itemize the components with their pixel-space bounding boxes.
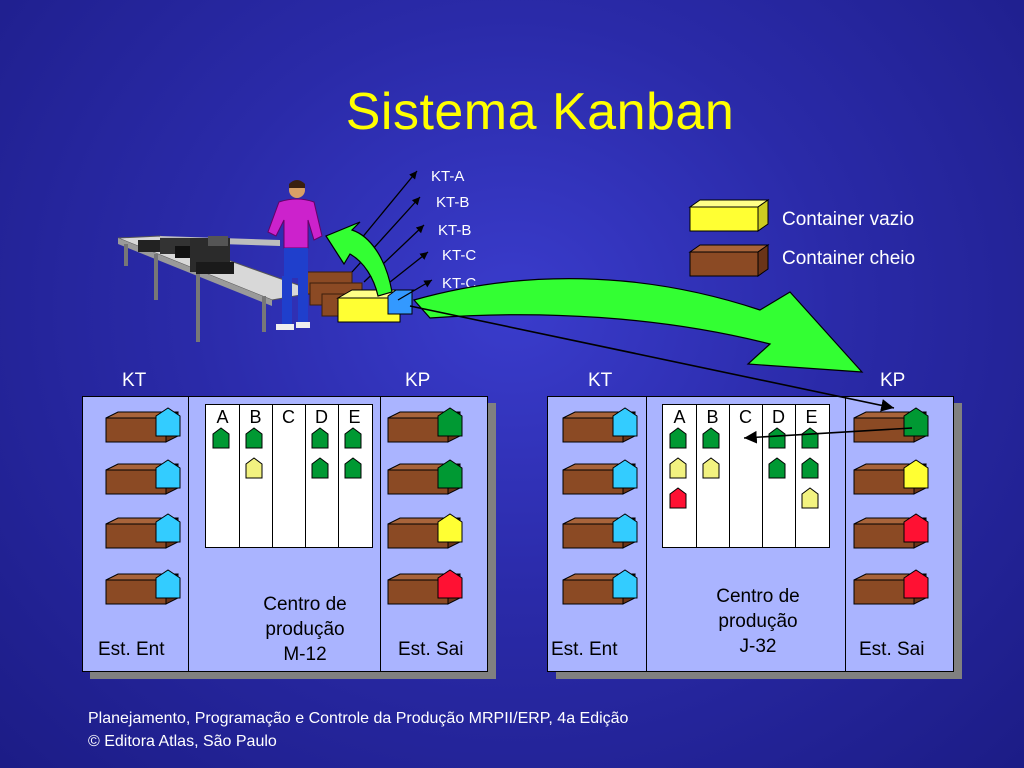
cell2-output-label: Est. Sai [859, 639, 925, 660]
cell2-center-line2: produção [718, 611, 798, 632]
cell1-kt-label: KT [122, 370, 147, 391]
kanban-card-icon [768, 457, 786, 479]
container-full-icon [387, 407, 463, 443]
kanban-card-icon [903, 407, 929, 437]
cell1-center-line2: produção [265, 619, 345, 640]
container-full-icon [387, 459, 463, 495]
cell2-input-label: Est. Ent [551, 639, 618, 660]
card-return-arrow [743, 427, 913, 444]
kanban-card-icon [311, 457, 329, 479]
kanban-label-kt-b: KT-B [436, 194, 470, 211]
kanban-card-icon [311, 427, 329, 449]
container-full-icon [105, 459, 181, 495]
containers-stack-icon [299, 271, 416, 323]
container-full-icon [105, 407, 181, 443]
kanban-card-icon [155, 569, 181, 599]
container-full-icon [853, 459, 929, 495]
kanban-card-icon [245, 457, 263, 479]
slide-title: Sistema Kanban [345, 83, 735, 141]
legend-full-label: Container cheio [782, 248, 916, 269]
worker-icon [267, 180, 323, 330]
kanban-card-icon [612, 569, 638, 599]
footer-credit: Planejamento, Programação e Controle da … [88, 707, 628, 753]
cell1-col-e: E [348, 407, 361, 427]
kanban-card-icon [212, 427, 230, 449]
cell1-output-label: Est. Sai [398, 639, 464, 660]
container-full-icon [105, 513, 181, 549]
kanban-label-kt-c: KT-C [442, 247, 477, 264]
cell2-col-c: C [739, 407, 752, 427]
kanban-card-icon [669, 487, 687, 509]
green-flow-arrow [325, 221, 864, 373]
kanban-card-icon [903, 569, 929, 599]
cell2-center-line1: Centro de [716, 586, 800, 607]
container-full-icon [562, 407, 638, 443]
cell1-kp-label: KP [405, 370, 431, 391]
kanban-card-icon [245, 427, 263, 449]
kanban-card-icon [612, 513, 638, 543]
cell2-kt-label: KT [588, 370, 613, 391]
kanban-card-icon [437, 513, 463, 543]
cell1-input-label: Est. Ent [98, 639, 165, 660]
cell1-center-line3: M-12 [283, 644, 327, 665]
kanban-label-kt-a: KT-A [431, 168, 465, 185]
cell1-col-c: C [282, 407, 295, 427]
kanban-card-icon [903, 459, 929, 489]
cell2-center-title: Centro de produção J-32 [658, 584, 858, 659]
cell1-center-title: Centro de produção M-12 [205, 592, 405, 667]
kanban-card-icon [437, 569, 463, 599]
container-full-icon [853, 569, 929, 605]
kanban-card-icon [669, 427, 687, 449]
cell2-kp-label: KP [880, 370, 906, 391]
kanban-card-icon [612, 407, 638, 437]
cell2-col-a: A [673, 407, 686, 427]
footer-line1: Planejamento, Programação e Controle da … [88, 710, 629, 727]
container-full-icon [387, 513, 463, 549]
cell2-col-e: E [805, 407, 818, 427]
kanban-card-icon [344, 427, 362, 449]
kanban-card-icon [702, 457, 720, 479]
container-full-icon [562, 513, 638, 549]
kanban-card-icon [801, 427, 819, 449]
kanban-card-icon [344, 457, 362, 479]
kanban-card-icon [437, 459, 463, 489]
kanban-card-icon [768, 427, 786, 449]
cell2-col-d: D [772, 407, 785, 427]
legend-empty-label: Container vazio [782, 209, 915, 230]
cell1-col-d: D [315, 407, 328, 427]
kanban-card-icon [437, 407, 463, 437]
cell1-col-b: B [249, 407, 262, 427]
kanban-card-icon [702, 427, 720, 449]
container-full-icon [853, 407, 929, 443]
kanban-card-icon [801, 457, 819, 479]
kanban-card-icon [612, 459, 638, 489]
kanban-card-icon [669, 457, 687, 479]
kanban-card-icon [155, 459, 181, 489]
container-full-icon [105, 569, 181, 605]
cell2-kanban-board: A B C D E [662, 404, 830, 548]
container-full-icon [853, 513, 929, 549]
container-full-icon [387, 569, 463, 605]
cell2-center-line3: J-32 [739, 636, 777, 657]
kanban-card-icon [903, 513, 929, 543]
footer-line2: © Editora Atlas, São Paulo [88, 733, 277, 750]
kanban-label-kt-b-2: KT-B [438, 222, 472, 239]
kanban-card-icon [155, 513, 181, 543]
cell2-col-b: B [706, 407, 719, 427]
cell1-center-line1: Centro de [263, 594, 347, 615]
workbench-icon [117, 235, 320, 342]
container-full-icon [688, 244, 770, 277]
container-full-icon [562, 569, 638, 605]
kanban-card-icon [801, 487, 819, 509]
card-transfer-arrow [409, 305, 895, 412]
kanban-card-icon [155, 407, 181, 437]
container-empty-icon [688, 199, 770, 232]
container-full-icon [562, 459, 638, 495]
cell1-col-a: A [216, 407, 229, 427]
